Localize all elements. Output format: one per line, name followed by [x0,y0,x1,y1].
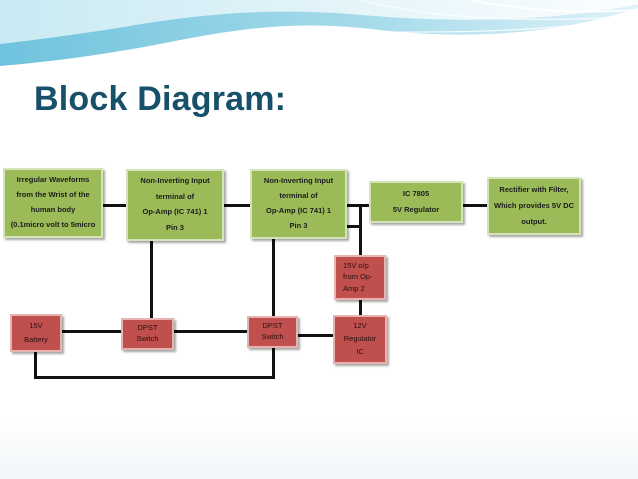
wire-opamp1-to-opamp2 [224,204,251,207]
block-label-line: Amp 2 [343,283,365,293]
block-label-line: 15V o/p [343,260,369,270]
block-label-line: Switch [136,334,159,344]
block-ic7805-regulator: IC 7805 5V Regulator [369,181,463,223]
block-dpst-switch-1: DPST Switch [121,318,174,350]
block-label-line: DPST [137,323,158,333]
block-label-line: terminal of [279,191,318,201]
wire-battery-to-dpst1 [62,330,122,333]
wire-dpst2-to-regulator [298,334,333,337]
block-label-line: Rectifier with Filter, [499,184,569,194]
block-label-line: from Op- [343,272,373,282]
block-label-line: Pin 3 [289,221,308,231]
wire-battery-down [34,351,37,379]
block-label-line: Regulator [343,334,377,344]
block-label-line: 12V [353,321,367,331]
block-label-line: terminal of [155,191,195,201]
block-label-line: Op-Amp (IC 741) 1 [265,206,331,216]
block-label-line: 5V Regulator [392,204,440,214]
wire-dpst2-down [272,347,275,379]
block-label-line: (0.1micro volt to 5micro [10,220,96,230]
block-rectifier-filter: Rectifier with Filter, Which provides 5V… [487,177,581,235]
slide-title: Block Diagram: [34,80,287,118]
block-15v-output-opamp2: 15V o/p from Op- Amp 2 [334,255,386,300]
block-opamp-2: Non-Inverting Input terminal of Op-Amp (… [250,169,347,239]
block-label-line: IC [356,347,364,357]
wire-output-to-regulator [359,299,362,316]
block-label-line: output. [521,216,547,226]
wire-dpst1-to-dpst2 [174,330,247,333]
block-opamp-1: Non-Inverting Input terminal of Op-Amp (… [126,169,224,241]
block-label-line: IC 7805 [402,188,430,198]
block-label-line: from the Wrist of the [16,190,90,200]
block-irregular-waveforms: Irregular Waveforms from the Wrist of th… [3,168,103,238]
wire-waveforms-to-opamp1 [103,204,127,207]
block-12v-regulator-ic: 12V Regulator IC [333,315,387,364]
block-label-line: Irregular Waveforms [16,175,90,185]
block-15v-battery: 15V Battery [10,314,62,352]
wire-opamp2-to-ic7805 [347,204,369,207]
block-label-line: Op-Amp (IC 741) 1 [142,207,208,217]
block-label-line: Non-Inverting Input [140,176,210,186]
block-dpst-switch-2: DPST Switch [247,316,298,348]
wire-opamp2-to-dpst2 [272,238,275,318]
block-label-line: Pin 3 [166,222,184,232]
wire-opamp1-to-dpst1 [150,240,153,319]
block-label-line: Which provides 5V DC [493,200,574,210]
block-label-line: DPST [262,321,283,331]
wire-ic7805-to-15v-output [359,205,362,257]
header-wave-decoration [0,0,638,71]
wire-ic7805-branch [347,225,362,228]
block-label-line: human body [30,205,76,215]
wire-ic7805-to-rectifier [463,204,488,207]
bottom-band [0,418,638,479]
block-label-line: Switch [261,332,284,342]
wire-return-loop [34,376,275,379]
block-label-line: Battery [24,334,48,344]
block-label-line: 15V [29,320,43,330]
block-label-line: Non-Inverting Input [263,176,334,186]
